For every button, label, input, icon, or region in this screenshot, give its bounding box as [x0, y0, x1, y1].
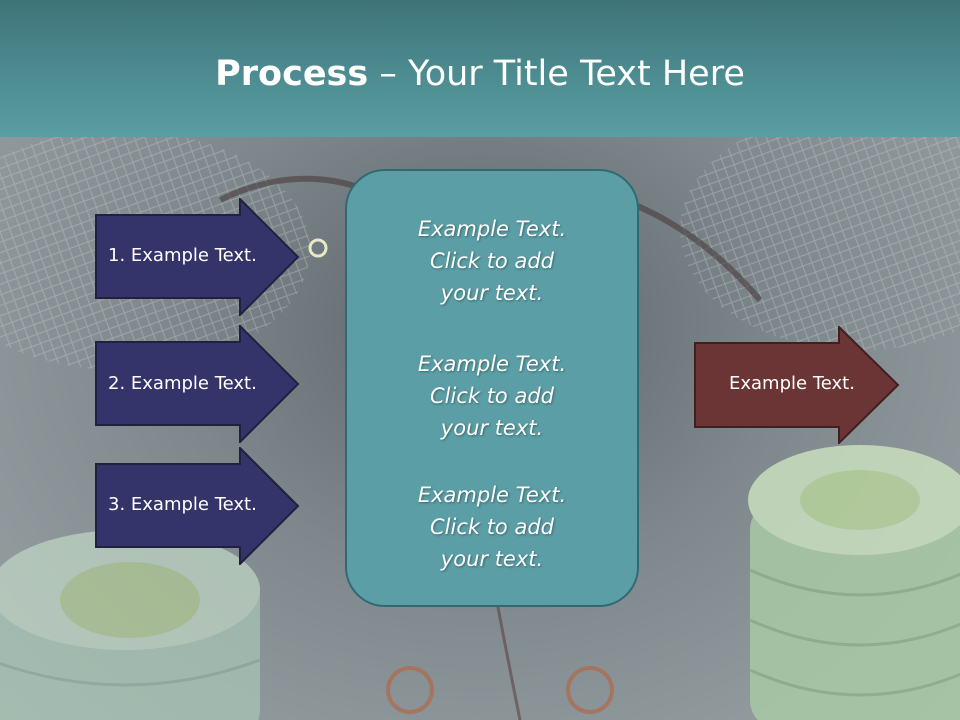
step-label-3: 3. Example Text.: [108, 494, 257, 515]
center-item-1: Example Text. Click to add your text.: [347, 213, 637, 309]
output-arrow[interactable]: [694, 326, 900, 444]
title-rest: – Your Title Text Here: [368, 54, 745, 94]
step-label-2: 2. Example Text.: [108, 373, 257, 394]
center-item-2-line1: Example Text.: [417, 352, 567, 376]
header-band: [0, 0, 960, 137]
output-label: Example Text.: [729, 373, 855, 394]
center-item-2-line3: your text.: [440, 416, 544, 440]
step-arrow-3[interactable]: [95, 447, 300, 565]
center-item-3-line2: Click to add: [429, 515, 554, 539]
center-item-2-line2: Click to add: [429, 384, 554, 408]
slide-title: Process – Your Title Text Here: [0, 52, 960, 96]
center-text-box[interactable]: Example Text. Click to add your text. Ex…: [345, 169, 639, 607]
center-item-2: Example Text. Click to add your text.: [347, 348, 637, 444]
center-item-3-line3: your text.: [440, 547, 544, 571]
center-item-1-line1: Example Text.: [417, 217, 567, 241]
center-item-3-line1: Example Text.: [417, 483, 567, 507]
center-item-1-line3: your text.: [440, 281, 544, 305]
step-arrow-2[interactable]: [95, 325, 300, 443]
step-label-1: 1. Example Text.: [108, 245, 257, 266]
center-item-3: Example Text. Click to add your text.: [347, 479, 637, 575]
step-arrow-1[interactable]: [95, 198, 300, 316]
center-item-1-line2: Click to add: [429, 249, 554, 273]
title-bold: Process: [215, 54, 369, 94]
